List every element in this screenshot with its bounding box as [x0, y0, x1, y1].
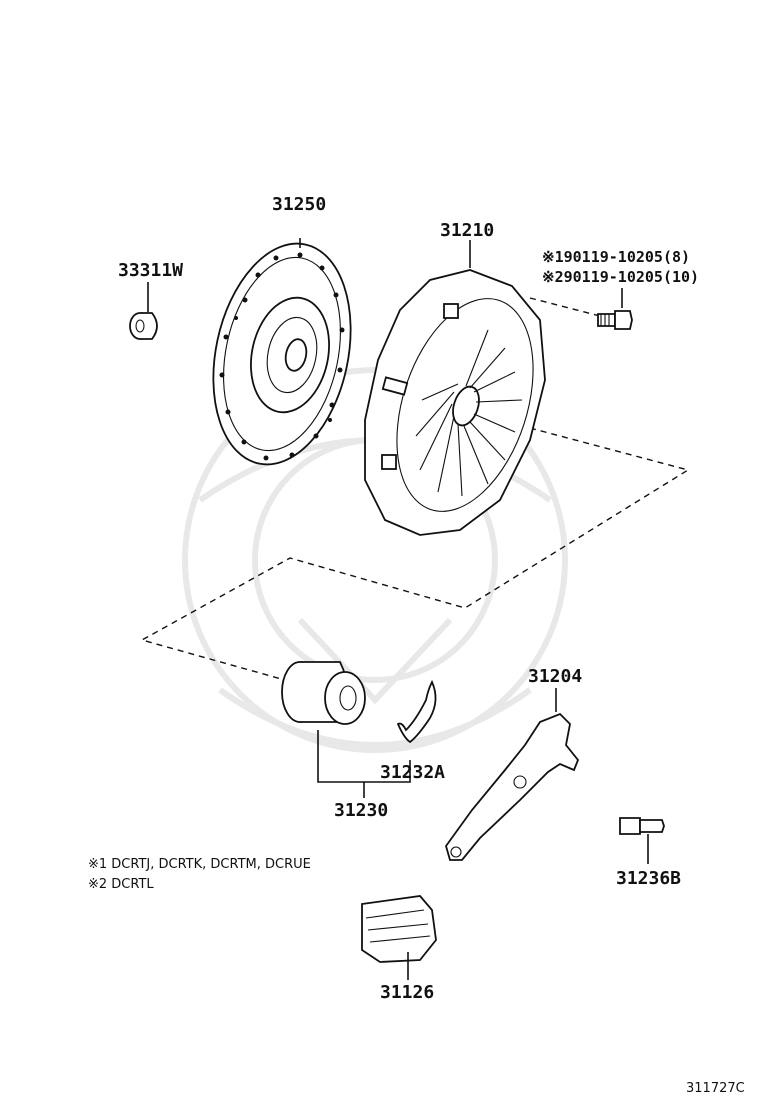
part-label-31232a: 31232A: [380, 762, 445, 783]
footnote-2: ※2 DCRTL: [88, 877, 154, 892]
part-label-33311w: 33311W: [118, 260, 183, 281]
clutch-disc-31250[interactable]: [194, 231, 370, 478]
bolt-90119-10205[interactable]: [597, 288, 633, 330]
clip-31232a[interactable]: [396, 679, 437, 744]
pilot-bearing-33311w[interactable]: [129, 282, 158, 340]
footnote-1: ※1 DCRTJ, DCRTK, DCRTM, DCRUE: [88, 857, 311, 872]
part-label-31204: 31204: [528, 666, 582, 687]
part-label-31236b: 31236B: [616, 868, 681, 889]
diagram-reference: 311727C: [686, 1081, 745, 1096]
release-bearing-31230[interactable]: [281, 661, 411, 798]
part-label-31126: 31126: [380, 982, 434, 1003]
bolt-note-2: ※290119-10205(10): [542, 268, 699, 286]
assembly-dashed-lines: [140, 297, 690, 681]
release-fork-31204[interactable]: [445, 688, 580, 861]
boot-31126[interactable]: [361, 895, 437, 980]
part-label-31230: 31230: [334, 800, 388, 821]
clutch-cover-31210[interactable]: [364, 240, 558, 536]
part-label-31250: 31250: [272, 194, 326, 215]
part-label-31210: 31210: [440, 220, 494, 241]
pivot-31236b[interactable]: [619, 817, 665, 864]
bolt-note-1: ※190119-10205(8): [542, 248, 690, 266]
